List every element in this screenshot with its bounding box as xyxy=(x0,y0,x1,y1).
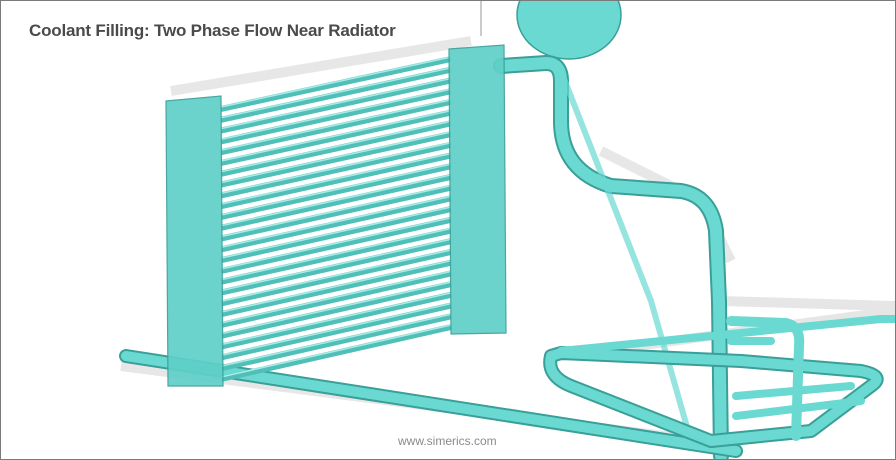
radiator-tube xyxy=(220,216,452,274)
radiator-tube xyxy=(220,163,452,220)
radiator-tube-highlight xyxy=(220,238,452,292)
render-title: Coolant Filling: Two Phase Flow Near Rad… xyxy=(29,21,396,40)
radiator-tube xyxy=(220,227,452,285)
radiator-tube xyxy=(220,238,452,296)
radiator-tube-highlight xyxy=(220,259,452,313)
radiator-tube-highlight xyxy=(220,131,452,184)
radiator-tube xyxy=(220,88,452,145)
radiator-tube xyxy=(220,302,452,361)
radiator-tube xyxy=(220,120,452,177)
radiator-tube xyxy=(220,56,452,112)
radiator-tube xyxy=(220,77,452,134)
radiator-tube-highlight xyxy=(220,206,452,259)
radiator-tube xyxy=(220,141,452,199)
radiator-tube xyxy=(220,152,452,210)
radiator-tube-highlight xyxy=(220,88,452,141)
radiator-tube-highlight xyxy=(220,195,452,249)
radiator-tube-highlight xyxy=(220,120,452,173)
coolant-pipes xyxy=(119,55,895,459)
radiator-tube xyxy=(220,173,452,231)
radiator-tube-highlight xyxy=(220,302,452,357)
radiator-tube xyxy=(220,66,452,123)
radiator-tube-highlight xyxy=(220,174,452,227)
radiator-tube-highlight xyxy=(220,249,452,303)
radiator-tube-highlight xyxy=(220,99,452,151)
radiator-tube-highlight xyxy=(220,270,452,324)
radiator-tube-highlight xyxy=(220,109,452,162)
radiator-tube xyxy=(220,313,452,372)
radiator-tube xyxy=(220,281,452,339)
radiator-left-tank xyxy=(165,95,224,387)
radiator-tube-highlight xyxy=(220,184,452,238)
radiator-tube xyxy=(220,98,452,156)
radiator-tube xyxy=(220,259,452,318)
radiator-tube-highlight xyxy=(220,152,452,205)
radiator-fins xyxy=(220,56,452,382)
radiator-tube xyxy=(220,206,452,264)
radiator-tube-highlight xyxy=(220,66,452,119)
radiator-tube-highlight xyxy=(220,281,452,335)
radiator-tube xyxy=(220,249,452,307)
watermark-link[interactable]: www.simerics.com xyxy=(398,434,497,448)
radiator-tube xyxy=(220,324,452,382)
radiator-tube-highlight xyxy=(220,313,452,367)
radiator-tube-highlight xyxy=(220,142,452,195)
radiator-tube xyxy=(220,184,452,242)
radiator-tube xyxy=(220,109,452,166)
radiator-tube-highlight xyxy=(220,77,452,130)
radiator-tube xyxy=(220,291,452,350)
radiator-tube-highlight xyxy=(220,56,452,108)
radiator-tube-highlight xyxy=(220,227,452,281)
radiator-right-tank xyxy=(448,44,507,335)
radiator-tube-highlight xyxy=(220,324,452,378)
radiator-tube xyxy=(220,195,452,253)
radiator-tube-highlight xyxy=(220,163,452,216)
radiator-tube xyxy=(220,131,452,188)
radiator-tube-highlight xyxy=(220,217,452,270)
reservoir-sphere xyxy=(516,1,622,60)
radiator-tube-highlight xyxy=(220,292,452,346)
radiator-tube xyxy=(220,270,452,328)
